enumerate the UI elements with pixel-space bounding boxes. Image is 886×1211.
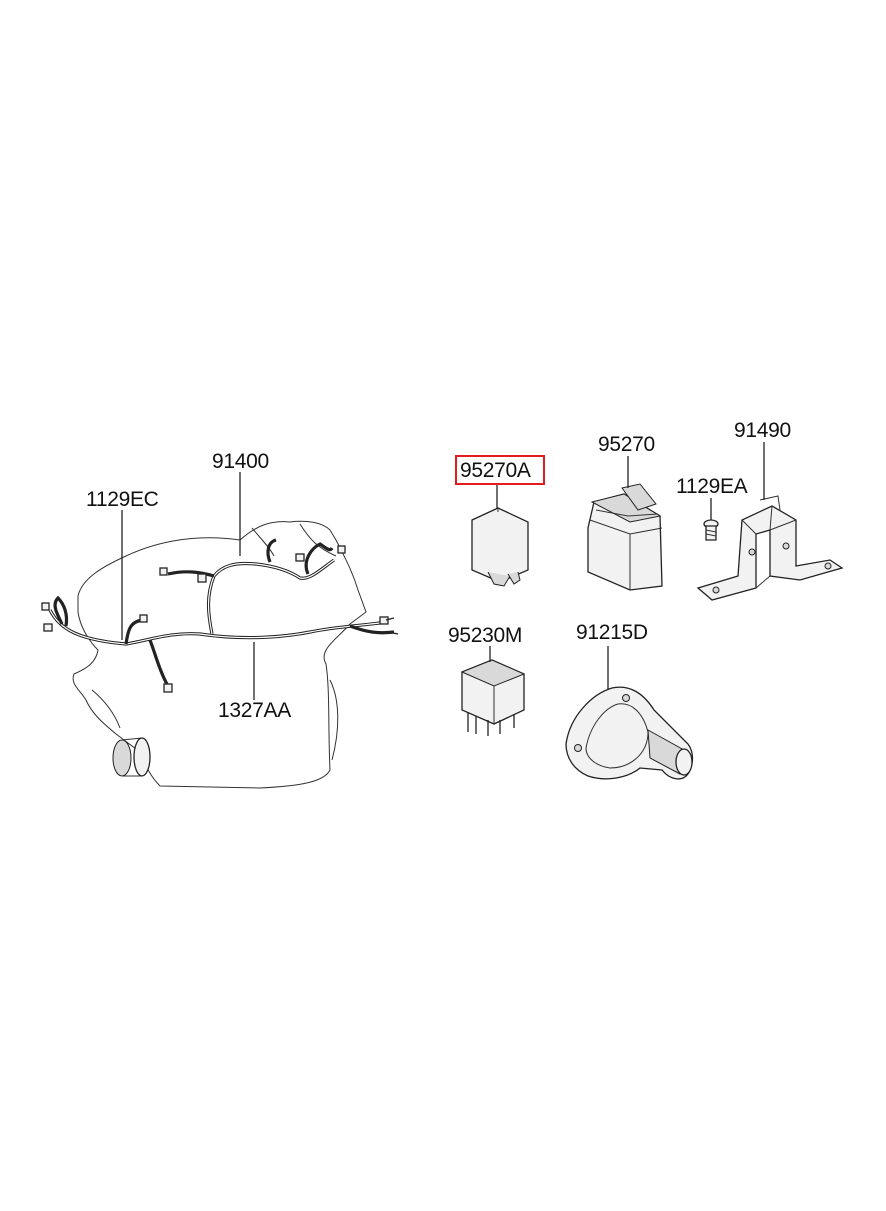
part-label-91215D[interactable]: 91215D [576,621,648,644]
bracket-91490-illustration [696,495,844,601]
part-label-1327AA[interactable]: 1327AA [218,699,292,722]
part-label-91400[interactable]: 91400 [212,450,269,473]
part-label-95230M[interactable]: 95230M [448,624,522,647]
part-label-95270A[interactable]: 95270A [460,459,531,482]
highlight-box [455,455,545,485]
part-label-1129EC[interactable]: 1129EC [86,488,159,511]
engine-harness-illustration [41,520,399,789]
part-label-95270[interactable]: 95270 [598,433,655,456]
grommet-91215D-illustration [565,686,694,780]
relay-95230M-illustration [460,659,526,736]
part-label-91490[interactable]: 91490 [734,419,791,442]
bolt-1129EA-illustration [703,519,719,541]
relay-95270A-illustration [471,507,529,587]
part-label-1129EA[interactable]: 1129EA [676,475,748,498]
module-95270-illustration [587,483,663,591]
